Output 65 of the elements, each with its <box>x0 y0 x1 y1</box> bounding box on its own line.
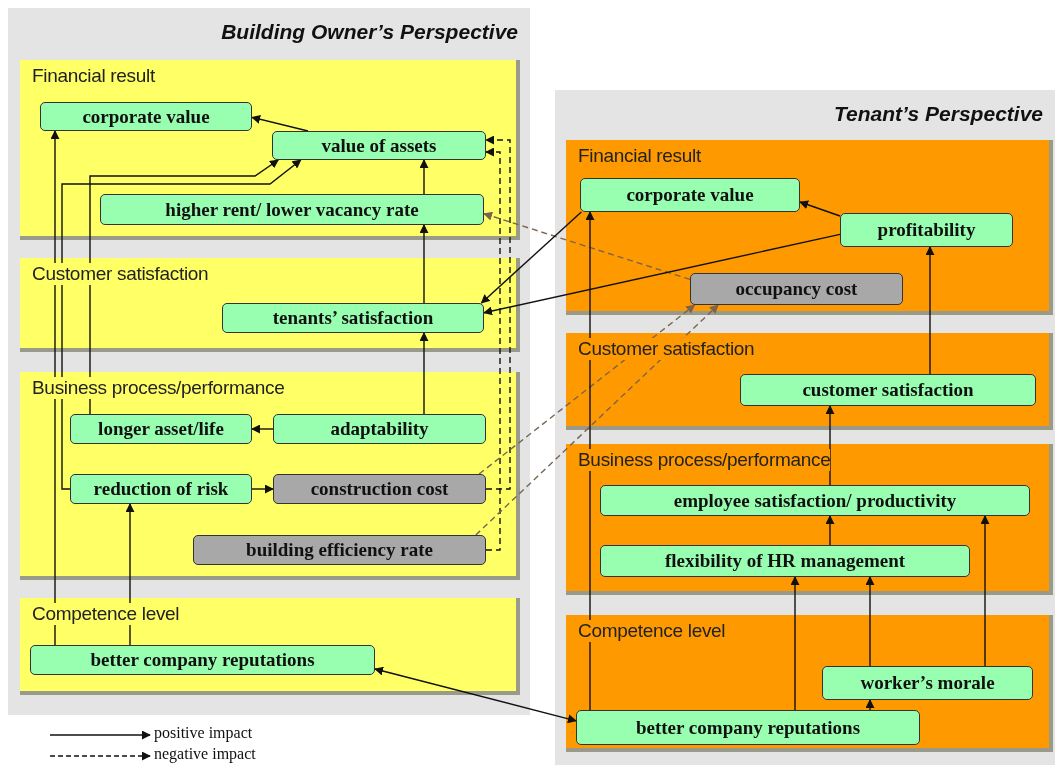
arrow <box>925 246 935 375</box>
arrow <box>50 130 60 646</box>
dashed-arrow <box>485 135 511 490</box>
panel-heading: Tenant’s Perspective <box>834 102 1043 126</box>
band-heading: Business process/performance <box>578 449 831 471</box>
arrow <box>980 515 990 667</box>
arrow <box>125 503 135 646</box>
panel-heading: Building Owner’s Perspective <box>221 20 518 44</box>
band-heading: Competence level <box>32 603 180 625</box>
process-box: reduction of risk <box>70 474 252 504</box>
arrow <box>865 699 875 711</box>
band-heading: Customer satisfaction <box>32 263 209 285</box>
process-box: corporate value <box>40 102 252 131</box>
arrow <box>251 484 274 494</box>
dashed-arrow <box>478 304 696 475</box>
band-heading: Business process/performance <box>32 377 285 399</box>
arrow <box>825 405 835 486</box>
category-band <box>20 372 520 580</box>
arrow <box>483 233 841 316</box>
arrow <box>825 515 835 546</box>
category-band <box>20 60 520 240</box>
process-box: higher rent/ lower vacancy rate <box>100 194 484 225</box>
arrow <box>790 576 800 711</box>
process-box: corporate value <box>580 178 800 212</box>
band-heading: Competence level <box>578 620 726 642</box>
arrow <box>799 200 841 217</box>
legend-label: negative impact <box>154 745 256 763</box>
category-band <box>566 333 1053 430</box>
arrow <box>251 424 274 434</box>
process-box: adaptability <box>273 414 486 444</box>
arrow <box>61 159 302 490</box>
process-box: customer satisfaction <box>740 374 1036 406</box>
arrow <box>480 211 583 304</box>
band-heading: Customer satisfaction <box>578 338 755 360</box>
process-box: better company reputations <box>576 710 920 745</box>
cost-box: occupancy cost <box>690 273 903 305</box>
perspective-panel <box>555 90 1055 765</box>
arrow <box>251 114 309 132</box>
category-band <box>566 140 1053 315</box>
category-band <box>566 444 1053 595</box>
dashed-arrow <box>485 147 501 551</box>
arrow <box>419 332 429 415</box>
category-band <box>20 258 520 352</box>
arrow <box>89 159 279 415</box>
process-box: employee satisfaction/ productivity <box>600 485 1030 516</box>
category-band <box>566 615 1053 752</box>
process-box: worker’s morale <box>822 666 1033 700</box>
dashed-arrow <box>475 304 719 536</box>
arrow <box>374 666 577 724</box>
process-box: tenants’ satisfaction <box>222 303 484 333</box>
process-box: profitability <box>840 213 1013 247</box>
arrow <box>419 159 429 195</box>
process-box: longer asset/life <box>70 414 252 444</box>
dashed-arrow <box>483 211 691 281</box>
process-box: value of assets <box>272 131 486 160</box>
process-box: better company reputations <box>30 645 375 675</box>
category-band <box>20 598 520 695</box>
cost-box: construction cost <box>273 474 486 504</box>
arrow <box>865 576 875 667</box>
arrow <box>419 224 429 304</box>
perspective-panel <box>8 8 530 715</box>
legend-label: positive impact <box>154 724 253 742</box>
process-box: flexibility of HR management <box>600 545 970 577</box>
arrow <box>585 211 595 711</box>
cost-box: building efficiency rate <box>193 535 486 565</box>
